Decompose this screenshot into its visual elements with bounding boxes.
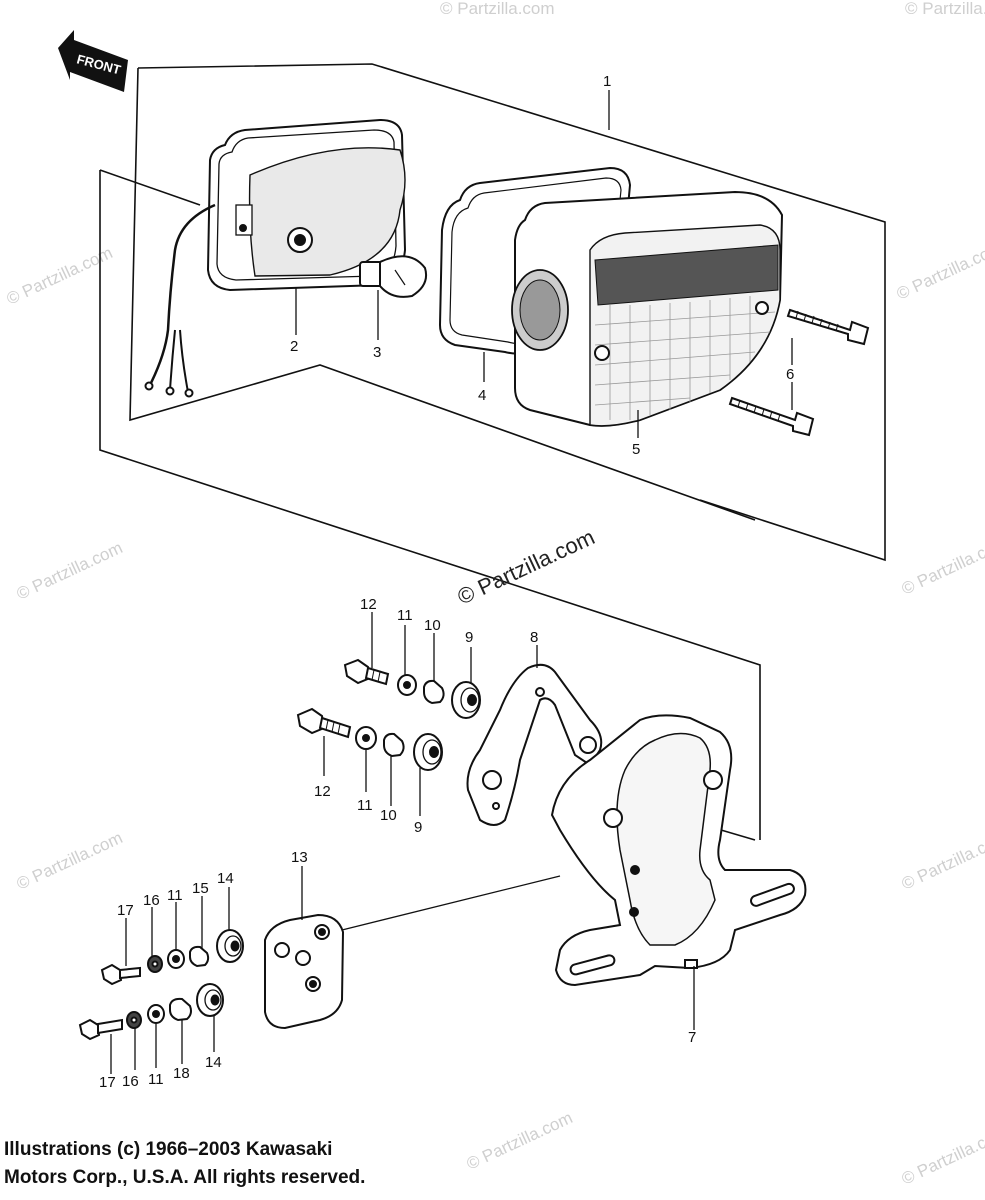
callout-13: 13 [291, 849, 308, 866]
reflector-hardware-upper [100, 929, 244, 986]
callout-14: 14 [217, 870, 234, 887]
watermark: © Partzilla.com [4, 243, 116, 309]
tail-lens [511, 190, 784, 427]
callout-10: 10 [424, 617, 441, 634]
callout-16: 16 [122, 1073, 139, 1090]
callout-12: 12 [360, 596, 377, 613]
callout-6: 6 [786, 366, 794, 383]
leader-lines [110, 90, 793, 1074]
copyright-notice: Illustrations (c) 1966–2003 Kawasaki Mot… [4, 1136, 524, 1192]
copyright-line-2: Motors Corp., U.S.A. All rights reserved… [4, 1167, 366, 1188]
watermark: © Partzilla.com [440, 0, 555, 18]
callout-10: 10 [380, 807, 397, 824]
reflector-mount-plate [264, 913, 345, 1030]
callout-1: 1 [603, 73, 611, 90]
callout-11: 11 [397, 607, 413, 624]
copyright-line-1: Illustrations (c) 1966–2003 Kawasaki [4, 1139, 333, 1160]
reflector-hardware-lower [78, 983, 224, 1041]
callout-3: 3 [373, 344, 381, 361]
callout-9: 9 [414, 819, 422, 836]
callout-5: 5 [632, 441, 640, 458]
watermark: © Partzilla.com [899, 1123, 985, 1189]
callout-17: 17 [117, 902, 134, 919]
callout-18: 18 [173, 1065, 190, 1082]
callout-17: 17 [99, 1074, 116, 1091]
watermark: © Partzilla.com [899, 828, 985, 894]
callout-7: 7 [688, 1029, 696, 1046]
license-bracket [550, 714, 807, 987]
watermark: © Partzilla.com [905, 0, 985, 18]
center-watermark: © Partzilla.com [454, 524, 599, 609]
callout-14: 14 [205, 1054, 222, 1071]
callout-16: 16 [143, 892, 160, 909]
upper-hardware-set [343, 658, 481, 719]
callouts: 1 2 3 4 5 6 12 11 10 9 8 12 11 10 9 13 1… [99, 73, 794, 1091]
watermark: © Partzilla.com [899, 533, 985, 599]
callout-4: 4 [478, 387, 486, 404]
lamp-housing [144, 118, 407, 398]
watermark: © Partzilla.com [14, 538, 126, 604]
assembly-frames [99, 63, 886, 841]
callout-8: 8 [530, 629, 538, 646]
callout-11: 11 [167, 887, 183, 904]
front-arrow-icon: FRONT [58, 30, 128, 92]
callout-15: 15 [192, 880, 209, 897]
mounting-bracket [466, 663, 603, 826]
screws [728, 308, 870, 437]
callout-12: 12 [314, 783, 331, 800]
bulb-icon [359, 255, 428, 298]
callout-11: 11 [148, 1071, 164, 1088]
callout-9: 9 [465, 629, 473, 646]
watermark: © Partzilla.com [14, 828, 126, 894]
lower-hardware-set [296, 707, 443, 771]
callout-11: 11 [357, 797, 373, 814]
watermark: © Partzilla.com [894, 238, 985, 304]
callout-2: 2 [290, 338, 298, 355]
